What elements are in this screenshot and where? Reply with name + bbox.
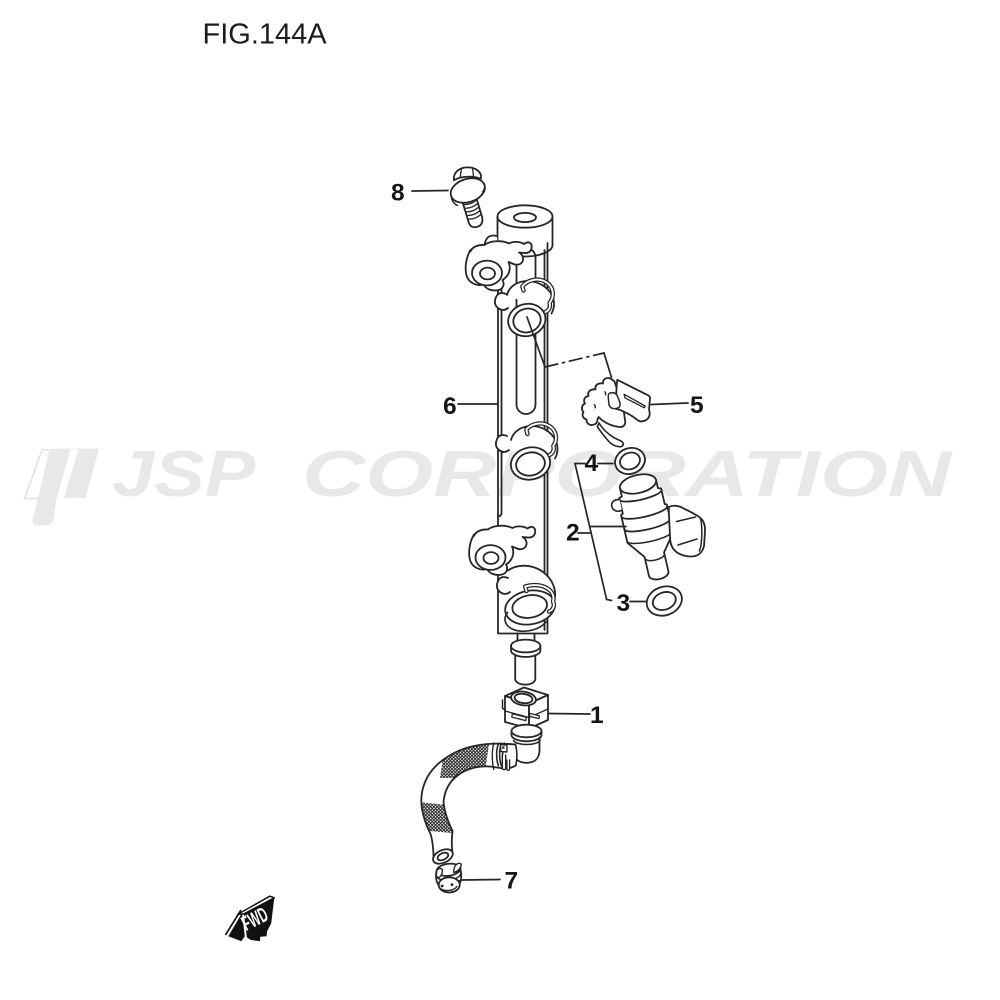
svg-text:FIG.144A: FIG.144A <box>203 19 328 51</box>
svg-text:6: 6 <box>443 393 457 420</box>
svg-text:7: 7 <box>505 868 519 895</box>
svg-text:2: 2 <box>566 520 580 547</box>
svg-text:4: 4 <box>585 450 599 477</box>
svg-text:1: 1 <box>590 702 604 729</box>
svg-text:3: 3 <box>617 590 631 617</box>
svg-text:5: 5 <box>690 392 704 419</box>
svg-text:JSP: JSP <box>112 437 256 510</box>
svg-text:8: 8 <box>391 180 405 207</box>
